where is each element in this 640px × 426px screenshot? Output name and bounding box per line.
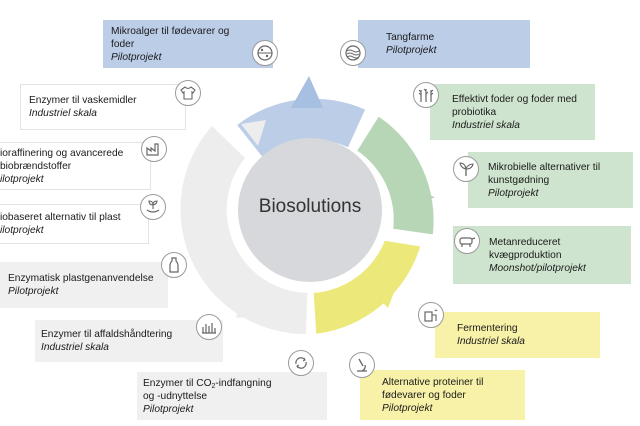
item-title: Tangfarme bbox=[386, 32, 435, 43]
arrow-tip-blue bbox=[291, 76, 323, 108]
arrow-tip-yellow bbox=[372, 282, 398, 308]
item-title: Mikrobielle alternativer til kunstgødnin… bbox=[488, 161, 601, 186]
item-title: Enzymer til vaskemidler bbox=[29, 95, 137, 106]
sprout-icon bbox=[453, 156, 479, 182]
item-box-plastic-recycling: Enzymatisk plastgenanvendelse Pilotproje… bbox=[0, 262, 168, 308]
cow-icon bbox=[454, 228, 480, 254]
tshirt-icon bbox=[175, 80, 201, 106]
center-title: Biosolutions bbox=[258, 196, 362, 217]
item-status: Pilotprojekt bbox=[8, 286, 59, 297]
item-title: Fermentering bbox=[457, 323, 518, 334]
item-box-microalgae: Mikroalger til fødevarer og foder Pilotp… bbox=[103, 20, 273, 68]
microscope-icon bbox=[349, 352, 375, 378]
ring-segment-grey bbox=[180, 126, 308, 335]
item-box-detergents: Enzymer til vaskemidler Industriel skala bbox=[20, 84, 186, 130]
grain-icon bbox=[413, 82, 439, 108]
item-title: iobaseret alternativ til plast bbox=[0, 212, 121, 223]
item-status: Pilotprojekt bbox=[111, 51, 162, 63]
item-title: ioraffinering og avancerede biobrændstof… bbox=[0, 147, 124, 172]
ring-segment-blue bbox=[237, 98, 366, 158]
bottle-icon bbox=[161, 252, 187, 278]
item-title: Effektivt foder og foder med probiotika bbox=[452, 93, 577, 118]
item-status: Pilotprojekt bbox=[386, 45, 437, 56]
item-status: Industriel skala bbox=[41, 342, 109, 353]
item-box-methane: Metanreduceret kvægproduktion Moonshot/p… bbox=[453, 226, 631, 284]
item-status: Moonshot/pilotprojekt bbox=[489, 262, 586, 274]
item-status: Pilotprojekt bbox=[488, 187, 539, 199]
item-box-waste: Enzymer til affaldshåndtering Industriel… bbox=[35, 320, 223, 362]
item-title: Enzymer til CO2-indfangning og -udnyttel… bbox=[143, 377, 272, 402]
ring-segment-green bbox=[357, 116, 434, 235]
microalgae-icon bbox=[252, 40, 278, 66]
waste-icon bbox=[196, 314, 222, 340]
item-status: Pilotprojekt bbox=[382, 402, 433, 414]
biorefinery-icon bbox=[141, 136, 167, 162]
item-title: Enzymer til affaldshåndtering bbox=[41, 329, 173, 340]
item-box-feed: Effektivt foder og foder med probiotika … bbox=[430, 84, 595, 140]
seaweed-farm-icon bbox=[340, 40, 366, 66]
item-box-co2: Enzymer til CO2-indfangning og -udnyttel… bbox=[137, 372, 327, 420]
item-status: Pilotprojekt bbox=[143, 403, 194, 415]
item-title: Alternative proteiner til fødevarer og f… bbox=[382, 376, 484, 401]
arrow-tip-green bbox=[402, 186, 435, 201]
item-box-microbial: Mikrobielle alternativer til kunstgødnin… bbox=[468, 152, 633, 208]
item-box-bioplastic: iobaseret alternativ til plast ilotproje… bbox=[0, 204, 149, 244]
item-box-biorefinery: ioraffinering og avancerede biobrændstof… bbox=[0, 142, 151, 190]
item-box-fermentation: Fermentering Industriel skala bbox=[435, 312, 600, 358]
item-status: Industriel skala bbox=[452, 119, 520, 131]
item-box-seaweed: Tangfarme Pilotprojekt bbox=[358, 20, 530, 68]
center-circle bbox=[238, 138, 382, 282]
fermentation-tank-icon bbox=[418, 302, 444, 328]
item-title: Enzymatisk plastgenanvendelse bbox=[8, 273, 154, 284]
plant-in-hand-icon bbox=[140, 194, 166, 220]
arrow-tip-grey-bottom bbox=[236, 284, 258, 318]
item-title: Metanreduceret kvægproduktion bbox=[489, 236, 562, 261]
item-status: Industriel skala bbox=[457, 336, 525, 347]
item-status: Industriel skala bbox=[29, 108, 97, 119]
arrow-tip-grey-top bbox=[241, 120, 266, 146]
ring-segment-yellow bbox=[313, 240, 421, 334]
item-status: ilotprojekt bbox=[0, 173, 44, 185]
item-status: ilotprojekt bbox=[0, 225, 44, 236]
item-title: Mikroalger til fødevarer og foder bbox=[111, 25, 230, 50]
co2-cycle-icon bbox=[288, 350, 314, 376]
item-box-proteins: Alternative proteiner til fødevarer og f… bbox=[360, 370, 525, 420]
